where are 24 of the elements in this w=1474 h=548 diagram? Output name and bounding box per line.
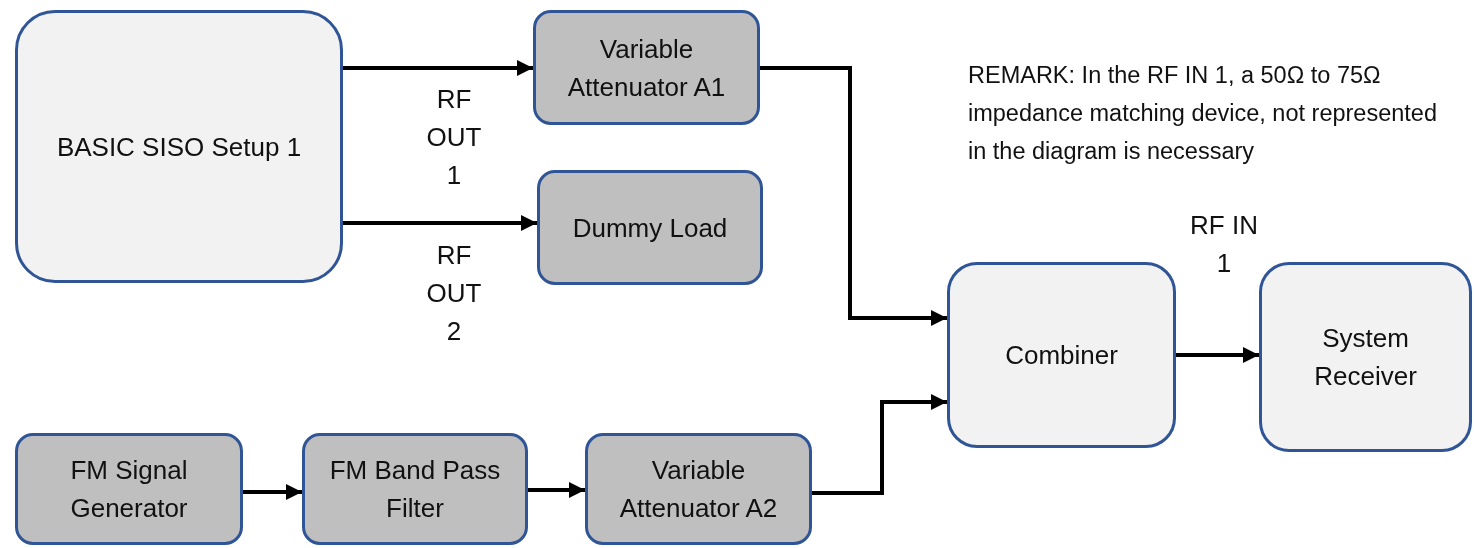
arrow [343, 60, 533, 76]
process-box [585, 433, 812, 545]
process-box [533, 10, 760, 125]
box-label: System Receiver [1313, 322, 1418, 393]
process-box [1259, 262, 1472, 452]
box-label: Variable Attenuator A1 [566, 32, 727, 104]
box-label: FM Band Pass Filter [328, 454, 502, 525]
arrow [1176, 347, 1259, 363]
arrow [812, 394, 947, 495]
process-box [15, 433, 243, 545]
box-label: Dummy Load [572, 211, 728, 245]
process-box [15, 10, 343, 283]
box-label: Combiner [1005, 339, 1118, 372]
arrow [760, 66, 947, 326]
box-label: Variable Attenuator A2 [618, 454, 779, 525]
process-box [537, 170, 763, 285]
arrow [343, 215, 537, 231]
process-box [947, 262, 1176, 448]
remark-note: REMARK: In the RF IN 1, a 50Ω to 75Ω impedance matching device, not represented in the diagram is necessary [968, 61, 1438, 166]
arrow [528, 482, 585, 498]
process-box [302, 433, 528, 545]
box-label: BASIC SISO Setup 1 [56, 130, 302, 164]
arrow [243, 484, 302, 500]
box-label: FM Signal Generator [69, 454, 189, 525]
